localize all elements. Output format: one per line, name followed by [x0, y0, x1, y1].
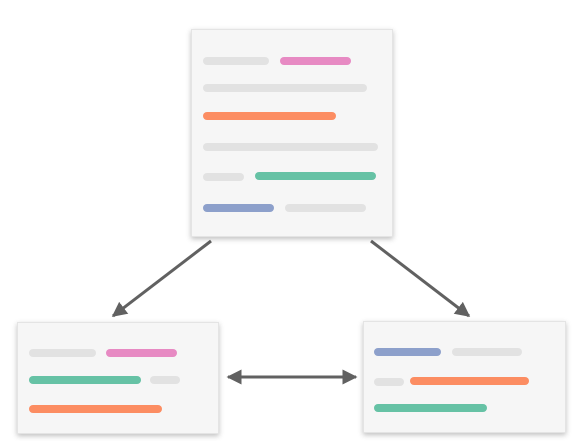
placeholder-line — [203, 84, 367, 92]
top-document-card — [191, 29, 393, 237]
placeholder-line — [203, 57, 269, 65]
arrow-top-to-bottom-left — [111, 239, 212, 318]
orange-line — [410, 377, 529, 385]
placeholder-line — [150, 376, 180, 384]
green-line — [255, 172, 376, 180]
placeholder-line — [452, 348, 522, 356]
placeholder-line — [374, 378, 404, 386]
green-line — [29, 376, 141, 384]
placeholder-line — [29, 349, 96, 357]
blue-line — [203, 204, 274, 212]
placeholder-line — [285, 204, 366, 212]
placeholder-line — [203, 173, 244, 181]
bottom-left-document-card — [17, 322, 219, 434]
bottom-right-document-card — [363, 321, 566, 433]
pink-line — [280, 57, 351, 65]
pink-line — [106, 349, 177, 357]
orange-line — [203, 112, 336, 120]
orange-line — [29, 405, 162, 413]
blue-line — [374, 348, 441, 356]
arrow-top-to-bottom-right — [370, 239, 471, 318]
green-line — [374, 404, 487, 412]
placeholder-line — [203, 143, 378, 151]
